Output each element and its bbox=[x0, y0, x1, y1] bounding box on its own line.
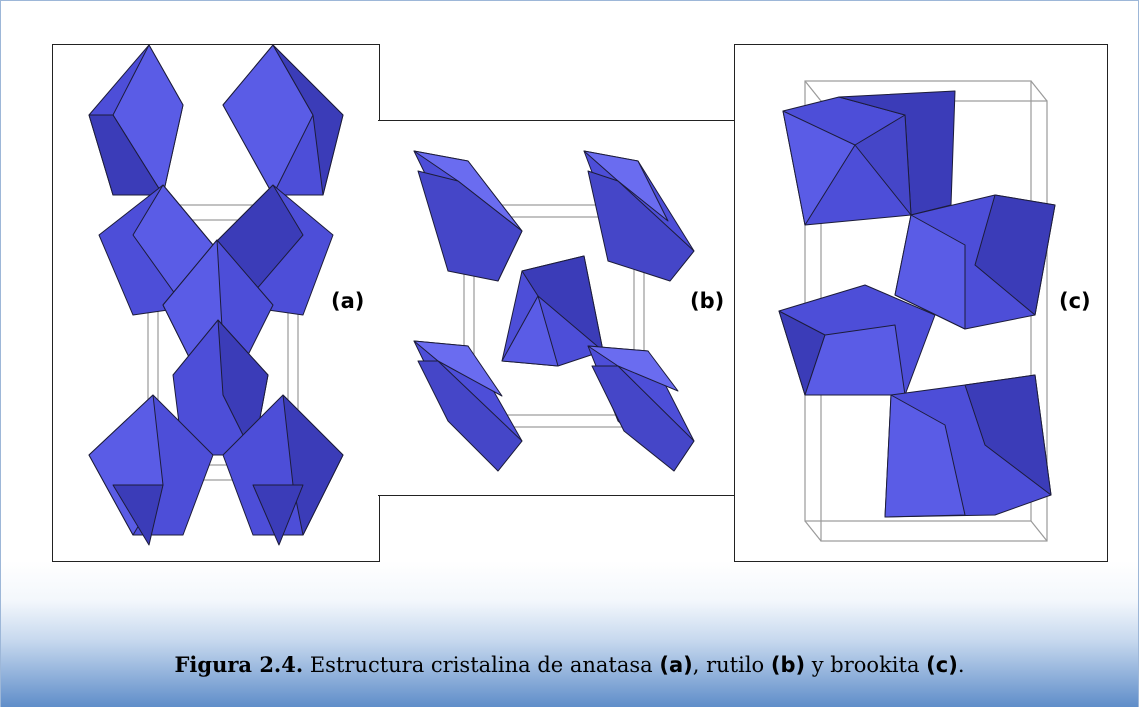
caption-text-3: y brookita bbox=[805, 653, 927, 677]
anatase-structure-image bbox=[88, 45, 344, 546]
figure-caption: Figura 2.4. Estructura cristalina de ana… bbox=[0, 652, 1139, 677]
caption-text-4: . bbox=[957, 653, 965, 677]
caption-label-c: (c) bbox=[926, 653, 958, 677]
caption-number: Figura 2.4. bbox=[174, 652, 304, 677]
caption-text-2: , rutilo bbox=[692, 653, 771, 677]
caption-label-a: (a) bbox=[659, 653, 693, 677]
panel-brookite: (c) bbox=[734, 44, 1108, 562]
caption-text-1: Estructura cristalina de anatasa bbox=[303, 653, 660, 677]
rutile-structure-image bbox=[413, 150, 695, 472]
panel-label-b: (b) bbox=[690, 289, 725, 313]
panel-anatase: (a) bbox=[52, 44, 380, 562]
panel-label-c: (c) bbox=[1059, 289, 1091, 313]
panel-rutile: (b) bbox=[378, 120, 736, 496]
caption-label-b: (b) bbox=[770, 653, 806, 677]
brookite-structure-image bbox=[778, 80, 1056, 542]
panel-label-a: (a) bbox=[331, 289, 365, 313]
